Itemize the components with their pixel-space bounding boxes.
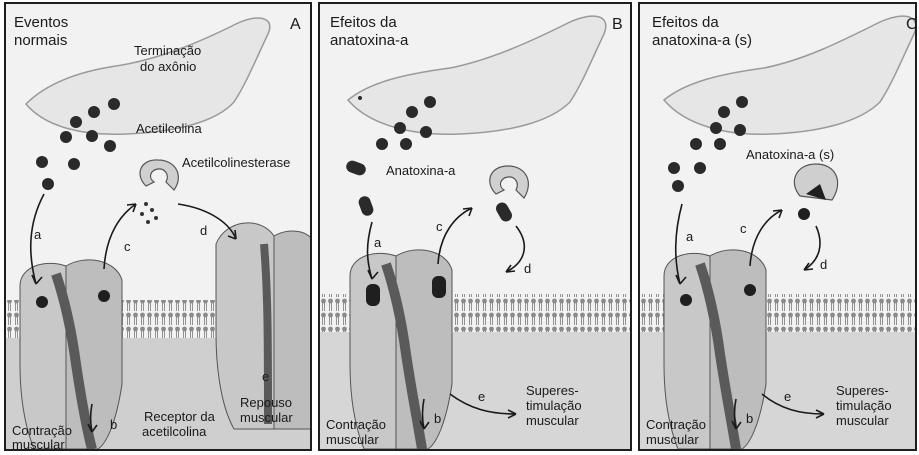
arrow-label-d: d	[820, 258, 827, 272]
panel-title-line2: anatoxina-a	[330, 32, 408, 49]
overstimulation-label-line3: muscular	[836, 414, 889, 428]
axon-label-line1: Terminação	[134, 44, 201, 58]
receptor-label-line1: Receptor da	[144, 410, 215, 424]
arrow-label-e: e	[784, 390, 791, 404]
panel-title-line2: normais	[14, 32, 67, 49]
overstimulation-label-line2: timulação	[526, 399, 582, 413]
panel-letter: A	[290, 16, 301, 34]
arrow-label-c: c	[436, 220, 443, 234]
contraction-label-line1: Contração	[646, 418, 706, 432]
arrow-label-e: e	[478, 390, 485, 404]
contraction-label-line2: muscular	[326, 433, 379, 447]
anatoxin-a-label: Anatoxina-a	[386, 164, 455, 178]
rest-label-line1: Repouso	[240, 396, 292, 410]
contraction-label-line1: Contração	[326, 418, 386, 432]
panel-normal-events: Eventos normais A Terminação do axônio A…	[4, 2, 312, 451]
overstimulation-label-line2: timulação	[836, 399, 892, 413]
receptor-label-line2: acetilcolina	[142, 425, 206, 439]
axon-label-line2: do axônio	[140, 60, 196, 74]
arrow-label-b: b	[110, 418, 117, 432]
arrow-label-e: e	[262, 370, 269, 384]
overstimulation-label-line1: Superes-	[526, 384, 579, 398]
overstimulation-label-line3: muscular	[526, 414, 579, 428]
panel-b-illustration	[320, 4, 632, 451]
rest-label-line2: muscular	[240, 411, 293, 425]
overstimulation-label-line1: Superes-	[836, 384, 889, 398]
contraction-label-line1: Contração	[12, 424, 72, 438]
arrow-label-c: c	[124, 240, 131, 254]
panel-title-line1: Eventos	[14, 14, 68, 31]
arrow-label-a: a	[686, 230, 693, 244]
arrow-label-a: a	[34, 228, 41, 242]
arrow-label-a: a	[374, 236, 381, 250]
contraction-label-line2: muscular	[646, 433, 699, 447]
arrow-label-d: d	[524, 262, 531, 276]
arrow-label-b: b	[434, 412, 441, 426]
panel-title-line1: Efeitos da	[330, 14, 397, 31]
panel-title-line1: Efeitos da	[652, 14, 719, 31]
panel-letter: B	[612, 16, 623, 34]
arrow-label-b: b	[746, 412, 753, 426]
arrow-label-d: d	[200, 224, 207, 238]
panel-title-line2: anatoxina-a (s)	[652, 32, 752, 49]
panel-anatoxin-a: Efeitos da anatoxina-a B Anatoxina-a a c…	[318, 2, 632, 451]
panel-anatoxin-a-s: Efeitos da anatoxina-a (s) C Anatoxina-a…	[638, 2, 917, 451]
panel-letter: C	[906, 16, 917, 34]
acetylcholinesterase-enzyme	[490, 166, 529, 198]
acetylcholinesterase-label: Acetilcolinesterase	[182, 156, 290, 170]
contraction-label-line2: muscular	[12, 438, 65, 451]
acetylcholine-label: Acetilcolina	[136, 122, 202, 136]
arrow-label-c: c	[740, 222, 747, 236]
acetylcholinesterase-enzyme	[140, 160, 178, 190]
anatoxin-a-s-label: Anatoxina-a (s)	[746, 148, 834, 162]
